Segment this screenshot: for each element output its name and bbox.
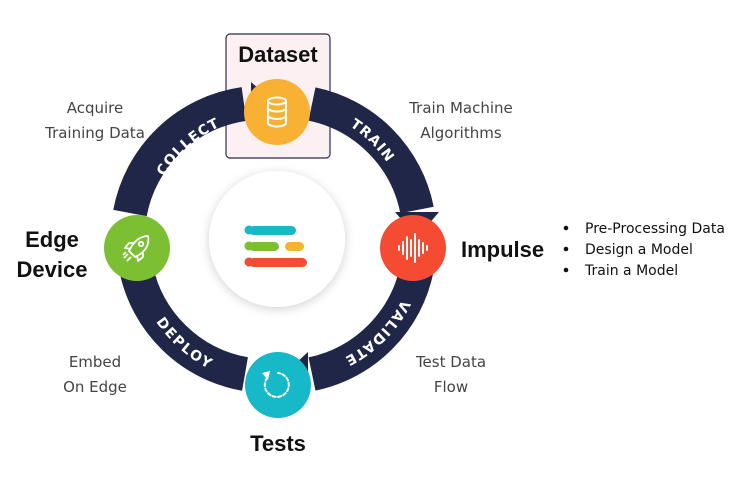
train-arc bbox=[308, 87, 434, 214]
database-icon bbox=[267, 96, 287, 128]
tests-circle bbox=[245, 352, 311, 418]
impulse-step-3: Train a Model bbox=[584, 263, 678, 279]
edge-device-title-line1: Edge bbox=[25, 227, 79, 252]
rocket-icon bbox=[122, 235, 150, 262]
edge-device-circle bbox=[104, 215, 170, 281]
caption-test-flow-line2: Flow bbox=[434, 378, 468, 396]
caption-embed: Embed On Edge bbox=[63, 353, 127, 396]
collect-arc bbox=[113, 87, 247, 217]
impulse-title: Impulse bbox=[461, 237, 544, 262]
bullet-dot bbox=[563, 267, 569, 273]
audio-wave-icon bbox=[398, 233, 428, 263]
impulse-step-1: Pre-Processing Data bbox=[585, 221, 725, 237]
impulse-steps-list: Pre-Processing Data Design a Model Train… bbox=[563, 221, 725, 279]
bullet-dot bbox=[563, 246, 569, 252]
caption-test-flow-line1: Test Data bbox=[415, 353, 486, 371]
caption-acquire: Acquire Training Data bbox=[44, 99, 145, 142]
dataset-node: Dataset bbox=[238, 42, 318, 145]
caption-acquire-line2: Training Data bbox=[44, 124, 145, 142]
tests-title: Tests bbox=[250, 431, 306, 456]
edge-device-title-line2: Device bbox=[17, 257, 88, 282]
edge-device-node: Edge Device bbox=[17, 215, 170, 282]
impulse-step-2: Design a Model bbox=[585, 242, 693, 258]
caption-train-ml-line2: Algorithms bbox=[420, 124, 501, 142]
deploy-arc bbox=[119, 264, 249, 391]
impulse-circle bbox=[380, 215, 446, 281]
caption-train-ml-line1: Train Machine bbox=[408, 99, 513, 117]
dataset-title: Dataset bbox=[238, 42, 318, 67]
caption-train-ml: Train Machine Algorithms bbox=[408, 99, 513, 142]
caption-embed-line1: Embed bbox=[69, 353, 121, 371]
center-logo bbox=[209, 171, 345, 307]
refresh-icon bbox=[262, 371, 290, 398]
center-logo-circle bbox=[209, 171, 345, 307]
caption-test-flow: Test Data Flow bbox=[415, 353, 486, 396]
caption-acquire-line1: Acquire bbox=[67, 99, 124, 117]
tests-node: Tests bbox=[245, 352, 311, 456]
logo-icon bbox=[244, 225, 307, 267]
validate-arc bbox=[308, 264, 434, 391]
caption-embed-line2: On Edge bbox=[63, 378, 127, 396]
impulse-node: Impulse bbox=[380, 215, 544, 281]
bullet-dot bbox=[563, 225, 569, 231]
